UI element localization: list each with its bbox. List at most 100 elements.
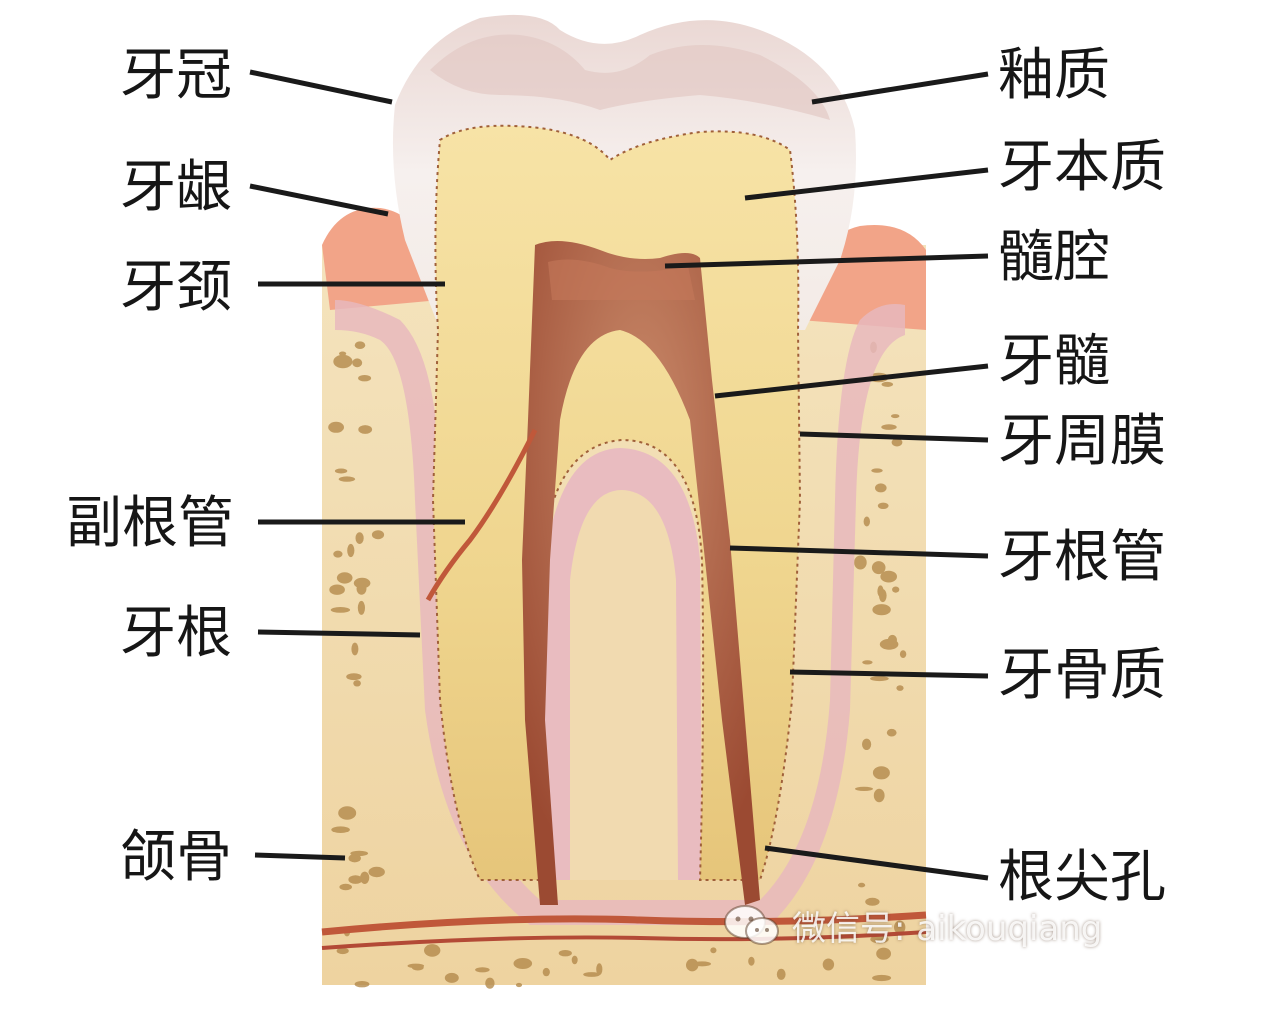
bone-pore bbox=[748, 956, 755, 966]
bone-pore bbox=[358, 375, 372, 382]
bone-pore bbox=[336, 572, 353, 584]
leader-jawbone bbox=[254, 852, 346, 861]
pulp-chamber bbox=[522, 241, 760, 905]
bone-pore bbox=[822, 958, 835, 971]
leader-pulp bbox=[714, 363, 989, 399]
bone-pore bbox=[353, 577, 371, 589]
bone-pore bbox=[899, 650, 907, 658]
bone-pore bbox=[444, 972, 459, 983]
bone-pore bbox=[886, 728, 897, 737]
watermark: 微信号: aikouqiang bbox=[722, 900, 1102, 950]
bone-pore bbox=[346, 673, 362, 681]
label-root-canal: 牙根管 bbox=[998, 525, 1166, 590]
leader-crown bbox=[249, 69, 393, 105]
leader-periodontal-ligament bbox=[799, 431, 989, 443]
leader-enamel bbox=[811, 71, 989, 105]
wechat-icon bbox=[724, 905, 779, 945]
bone-pore bbox=[873, 788, 885, 803]
bone-pore bbox=[333, 550, 343, 558]
bone-pore bbox=[863, 516, 870, 527]
bone-pore bbox=[865, 897, 880, 906]
leader-cementum bbox=[789, 669, 989, 679]
bone-pore bbox=[331, 826, 350, 833]
vessel-line-2 bbox=[321, 930, 927, 950]
bone-pore bbox=[355, 532, 364, 544]
bone-pore bbox=[358, 425, 373, 434]
bone-pore bbox=[371, 530, 385, 540]
bone-pore bbox=[353, 680, 361, 687]
bone-pore bbox=[871, 561, 886, 575]
bone-pore bbox=[351, 642, 359, 656]
bone-pore bbox=[339, 351, 347, 356]
label-periodontal-ligament: 牙周膜 bbox=[998, 409, 1166, 474]
bone-pore bbox=[354, 341, 366, 350]
bone-pore bbox=[891, 438, 903, 447]
label-enamel: 釉质 bbox=[998, 43, 1110, 108]
bone-pore bbox=[896, 685, 904, 691]
bone-pore bbox=[891, 414, 900, 419]
bone-pore bbox=[352, 358, 363, 368]
bone-pore bbox=[583, 972, 600, 977]
pulp-chamber-highlight bbox=[548, 259, 695, 300]
label-neck: 牙颈 bbox=[120, 255, 232, 320]
bone-pore bbox=[368, 866, 385, 878]
bone-pore bbox=[515, 982, 523, 988]
leader-root bbox=[257, 629, 421, 638]
bone-pore bbox=[485, 977, 495, 989]
vessel-lines bbox=[321, 911, 927, 936]
bone-pore bbox=[872, 766, 890, 780]
bone-pore bbox=[347, 543, 355, 558]
bone-pore bbox=[407, 963, 425, 969]
bone-pore bbox=[870, 935, 889, 944]
leader-gingiva bbox=[249, 183, 389, 217]
bone-pore bbox=[334, 468, 348, 474]
bone-pore bbox=[686, 958, 699, 972]
bone-pore bbox=[870, 676, 889, 682]
bone-pore bbox=[880, 570, 897, 583]
label-accessory-canal: 副根管 bbox=[66, 491, 234, 556]
watermark-text: 微信号: aikouqiang bbox=[792, 908, 1103, 949]
bone-pore bbox=[513, 958, 533, 969]
bone-pore bbox=[328, 421, 344, 433]
bone-pore bbox=[330, 607, 351, 613]
bone-pore bbox=[333, 354, 353, 369]
bone-pore bbox=[558, 950, 572, 957]
bone-pore bbox=[348, 875, 363, 884]
leader-root-canal bbox=[729, 545, 989, 559]
bone-pore bbox=[892, 586, 900, 593]
bone-pore bbox=[350, 850, 369, 857]
bone-pore bbox=[338, 476, 356, 482]
bone-pore bbox=[881, 424, 897, 430]
bone-pore bbox=[875, 483, 887, 493]
label-apical-foramen: 根尖孔 bbox=[998, 845, 1166, 910]
label-cementum: 牙骨质 bbox=[998, 643, 1166, 708]
bone-pore bbox=[855, 786, 873, 792]
accessory-canal-line bbox=[425, 428, 538, 602]
bone-pore bbox=[858, 882, 866, 888]
bone-pore bbox=[871, 468, 883, 473]
enamel-top-shading bbox=[430, 34, 830, 120]
bone-pore bbox=[348, 854, 361, 863]
bone-pore bbox=[360, 871, 370, 884]
label-gingiva: 牙龈 bbox=[120, 155, 232, 220]
bone-pore bbox=[424, 944, 441, 957]
bone-pore bbox=[710, 947, 717, 954]
bone-pore bbox=[571, 955, 578, 965]
bone-pore bbox=[887, 634, 898, 646]
bone-pore bbox=[879, 589, 887, 603]
bone-pore bbox=[872, 974, 892, 982]
leader-dentin bbox=[744, 167, 989, 201]
label-pulp-chamber: 髓腔 bbox=[998, 225, 1110, 290]
leader-pulp-chamber bbox=[664, 253, 989, 269]
leader-apical-foramen bbox=[764, 845, 989, 881]
bone-pore bbox=[876, 947, 891, 960]
periodontal-ligament-band bbox=[335, 300, 905, 925]
bone-pore bbox=[475, 967, 490, 973]
bone-pore bbox=[329, 584, 345, 595]
bone-pore bbox=[596, 963, 603, 976]
label-crown: 牙冠 bbox=[120, 43, 232, 108]
bone-pore bbox=[542, 967, 550, 977]
leader-lines bbox=[249, 69, 989, 881]
bone-pore bbox=[872, 604, 891, 616]
bone-pore bbox=[862, 660, 873, 665]
